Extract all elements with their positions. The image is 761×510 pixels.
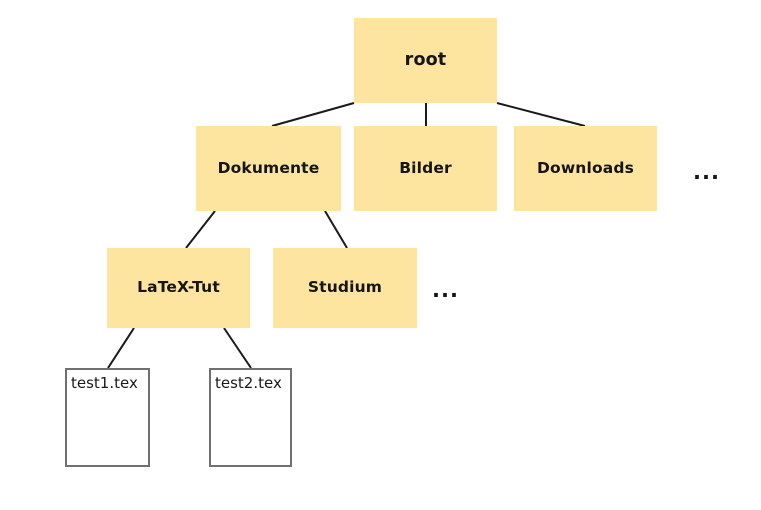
node-label: Downloads bbox=[537, 158, 634, 177]
node-label: root bbox=[404, 49, 447, 70]
node-label: Bilder bbox=[399, 158, 452, 177]
folder-node-root[interactable]: root bbox=[354, 18, 497, 103]
folder-node-latex-tut[interactable]: LaTeX-Tut bbox=[107, 248, 250, 328]
ellipsis-more-level2: ... bbox=[432, 278, 459, 302]
folder-node-downloads[interactable]: Downloads bbox=[514, 126, 657, 211]
tree-edge bbox=[496, 102, 586, 127]
node-label: LaTeX-Tut bbox=[137, 278, 220, 297]
node-label: Studium bbox=[307, 278, 383, 297]
tree-edge bbox=[107, 327, 135, 369]
file-node-test1[interactable]: test1.tex bbox=[65, 368, 150, 467]
folder-node-dokumente[interactable]: Dokumente bbox=[196, 126, 341, 211]
tree-edge bbox=[271, 102, 355, 127]
tree-edge bbox=[185, 210, 216, 249]
folder-node-studium[interactable]: Studium bbox=[273, 248, 417, 328]
node-label: test2.tex bbox=[215, 374, 282, 392]
tree-edge bbox=[223, 327, 252, 369]
file-node-test2[interactable]: test2.tex bbox=[209, 368, 292, 467]
ellipsis-more-level1: ... bbox=[693, 160, 720, 184]
node-label: Dokumente bbox=[217, 158, 320, 177]
tree-edge bbox=[324, 210, 348, 249]
folder-node-bilder[interactable]: Bilder bbox=[354, 126, 497, 211]
node-label: test1.tex bbox=[71, 374, 138, 392]
